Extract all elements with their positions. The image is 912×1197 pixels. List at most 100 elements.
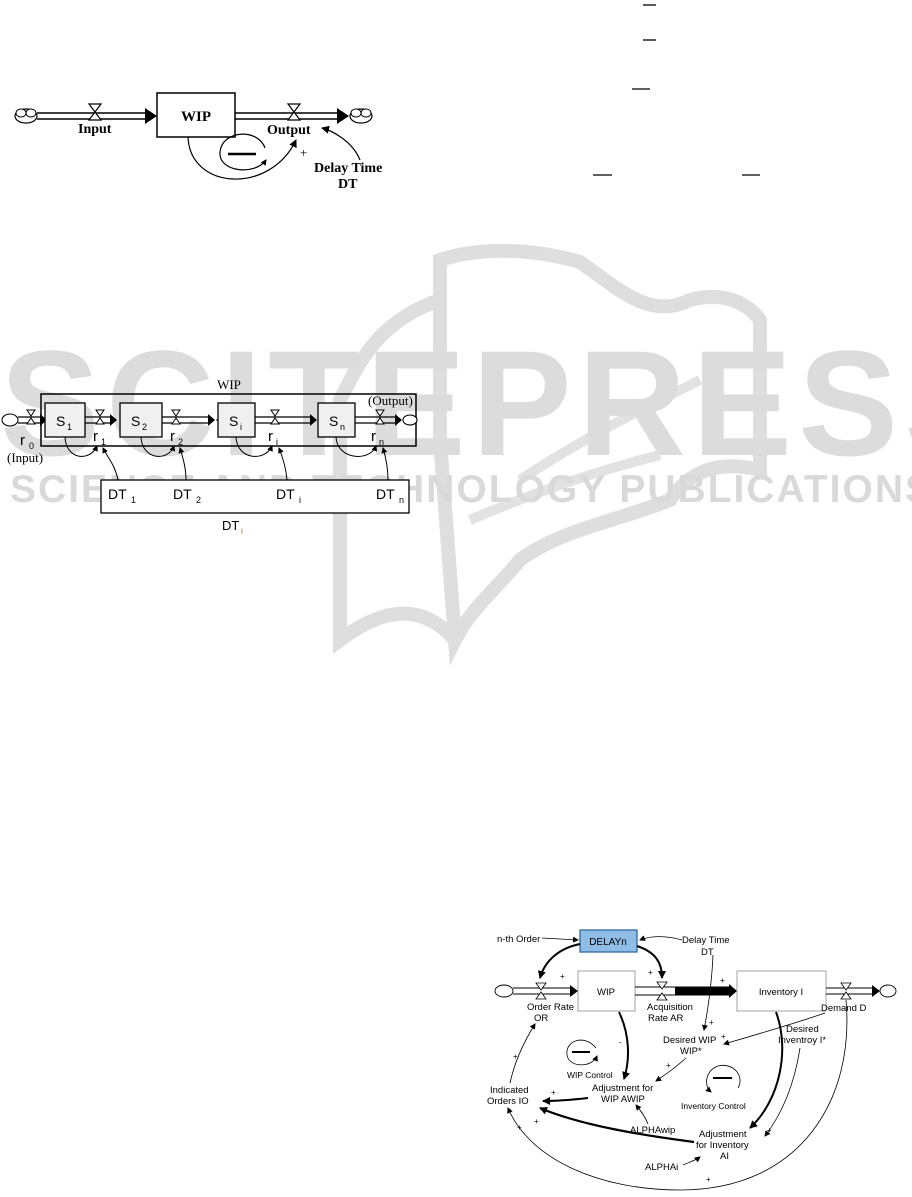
svg-text:Inventroy I*: Inventroy I* (778, 1035, 826, 1046)
fig3-inventory-stock (736, 970, 827, 1012)
balancing-loop-icon (219, 133, 267, 171)
fig3-acq-valve-icon (656, 981, 668, 1001)
fig3-delayn-box (579, 929, 638, 953)
fig1-dt-label: DT (338, 177, 358, 192)
svg-text:+: + (767, 1126, 772, 1135)
svg-text:i: i (241, 527, 243, 536)
svg-text:+: + (517, 1123, 522, 1132)
svg-text:S: S (131, 413, 140, 429)
fig1-input-label: Input (78, 122, 112, 137)
fig2-dt2-label: DT (173, 486, 192, 502)
svg-text:Rate AR: Rate AR (648, 1013, 684, 1024)
fig2-stage-1: S 1 (44, 402, 86, 438)
fig3-acq-rate-label: Acquisition (647, 1002, 693, 1013)
svg-text:+: + (513, 1052, 518, 1061)
svg-text:2: 2 (196, 495, 201, 505)
figure-2: WIP (Output) (1, 377, 418, 536)
svg-text:for Inventory: for Inventory (696, 1140, 749, 1151)
fig2-dt-total-label: DT (222, 518, 239, 533)
fig1-output-label: Output (267, 123, 311, 138)
fig3-inv-control-label: Inventory Control (681, 1101, 746, 1111)
svg-text:WIP AWIP: WIP AWIP (601, 1094, 645, 1105)
fig2-ri-label: r (268, 428, 273, 445)
svg-text:-: - (751, 1117, 754, 1126)
fig2-stage-2: S 2 (119, 402, 163, 438)
svg-text:AI: AI (720, 1151, 729, 1162)
svg-text:2: 2 (142, 422, 147, 432)
svg-text:+: + (551, 1088, 556, 1097)
svg-text:2: 2 (178, 437, 183, 447)
sink-cloud-icon (349, 108, 373, 124)
fig2-source-cloud-icon (1, 413, 19, 427)
svg-text:+: + (720, 976, 725, 985)
svg-text:1: 1 (131, 495, 136, 505)
fig2-delay-box (100, 479, 410, 514)
fig2-input-label: (Input) (7, 450, 43, 465)
svg-text:i: i (299, 495, 301, 505)
input-valve-icon (87, 103, 103, 121)
fig3-inventory-label: Inventory I (759, 987, 803, 998)
fig3-inv-control-loop-icon (705, 1064, 741, 1093)
fig3-alpha-wip-label: ALPHAwip (630, 1125, 675, 1136)
svg-text:Orders IO: Orders IO (487, 1096, 529, 1107)
svg-text:i: i (240, 422, 242, 432)
figure-3: n-th Order DELAYn Delay Time DT + + WIP … (487, 929, 897, 1191)
svg-text:+: + (666, 1061, 671, 1070)
fig2-rn-label: r (371, 428, 376, 445)
fig3-source-cloud-icon (494, 984, 514, 998)
fig2-sink-cloud-icon (402, 414, 418, 426)
fig2-r1-label: r (93, 428, 98, 445)
svg-text:1: 1 (67, 422, 72, 432)
fig2-dti-label: DT (276, 486, 295, 502)
fig3-order-valve-icon (535, 982, 547, 1000)
svg-text:S: S (329, 413, 338, 429)
fig3-desired-wip-label: Desired WIP (663, 1035, 716, 1046)
fig2-stage-n: S n (317, 402, 356, 438)
fig3-alpha-i-label: ALPHAi (645, 1162, 678, 1173)
svg-text:WIP*: WIP* (680, 1046, 702, 1057)
fig3-sink-cloud-icon (879, 984, 897, 998)
svg-text:+: + (560, 972, 565, 981)
fig3-order-rate-label: Order Rate (527, 1002, 574, 1013)
fig2-output-label: (Output) (368, 393, 413, 408)
fig2-dt1-label: DT (108, 486, 127, 502)
fig3-delayn-label: DELAYn (589, 937, 627, 948)
fig2-valve-icons (26, 409, 385, 425)
svg-text:n: n (340, 422, 345, 432)
equation-fragments (593, 4, 760, 176)
fig2-stage-i: S i (217, 402, 256, 438)
svg-text:-: - (619, 1038, 622, 1047)
svg-text:+: + (706, 1175, 711, 1184)
svg-text:1: 1 (101, 437, 106, 447)
fig1-wip-stock (156, 92, 236, 138)
svg-text:n: n (399, 495, 404, 505)
fig1-wip-label: WIP (181, 109, 211, 125)
fig3-adj-wip-label: Adjustment for (592, 1083, 653, 1094)
fig1-plus-sign: + (300, 145, 307, 160)
fig3-indicated-orders-label: Indicated (490, 1085, 529, 1096)
svg-text:n: n (379, 437, 384, 447)
fig3-wip-label: WIP (597, 987, 615, 998)
fig2-dtn-label: DT (376, 486, 395, 502)
fig3-nth-order-label: n-th Order (497, 934, 540, 945)
svg-text:i: i (276, 437, 278, 447)
output-valve-icon (286, 103, 302, 121)
fig3-delay-time-label: Delay Time (682, 935, 730, 946)
svg-text:+: + (721, 1032, 726, 1041)
fig3-wip-stock (577, 970, 636, 1012)
fig3-demand-label: Demand D (821, 1003, 867, 1014)
svg-text:S: S (56, 413, 65, 429)
svg-text:+: + (648, 968, 653, 977)
fig2-r2-label: r (170, 428, 175, 445)
fig3-demand-valve-icon (840, 982, 852, 1000)
source-cloud-icon (14, 108, 38, 124)
fig3-dt-label: DT (701, 947, 714, 958)
svg-text:OR: OR (534, 1013, 548, 1024)
fig2-r0-label: r (20, 432, 25, 449)
svg-text:+: + (709, 1018, 714, 1027)
svg-text:S: S (229, 413, 238, 429)
fig3-desired-inv-label: Desired (786, 1024, 819, 1035)
figure-1: Input WIP Output + Delay Time DT (14, 92, 382, 192)
fig3-wip-control-label: WIP Control (567, 1070, 613, 1080)
